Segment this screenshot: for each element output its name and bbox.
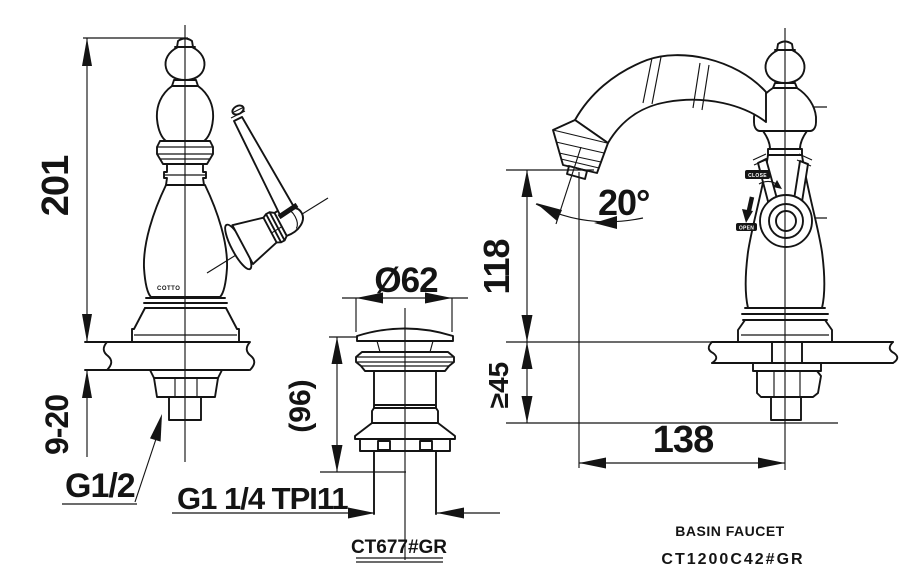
dim-45: ≥45: [483, 342, 838, 424]
left-deck-section: [84, 341, 256, 371]
drain-model: CT677#GR: [351, 537, 447, 563]
front-view: CLOSE OPEN: [476, 28, 899, 470]
drain-view: Ø62 (96) G1 1/4 TPI11 CT677#GR: [172, 261, 500, 563]
dim-96: (96): [284, 336, 406, 473]
handle-rod-band: [277, 202, 299, 220]
front-deck-section: [707, 341, 899, 364]
thread-label: G1 1/4 TPI11: [177, 481, 348, 516]
drain-tailpipe: [373, 450, 437, 515]
dim-d62-label: Ø62: [374, 261, 438, 300]
front-spout: [552, 54, 767, 180]
brand-logo: COTTO: [157, 286, 180, 292]
front-neck: [759, 130, 811, 156]
dim-96-label: (96): [284, 379, 317, 432]
dim-138-label: 138: [653, 419, 713, 461]
dim-201-label: 201: [35, 155, 77, 216]
aerator: [566, 165, 588, 180]
dim-d62: Ø62: [342, 261, 468, 332]
dim-20deg-label: 20°: [598, 182, 649, 223]
dim-9-20-label: 9-20: [39, 395, 75, 455]
dim-118: 118: [476, 169, 712, 343]
dim-9-20: 9-20: [39, 370, 92, 457]
product-name-label: BASIN FAUCET: [675, 523, 784, 539]
open-label: OPEN: [739, 226, 754, 232]
label-g12: G1/2: [62, 414, 162, 505]
dim-138: 138: [578, 172, 785, 469]
open-annotation: OPEN: [736, 196, 757, 232]
footer-labels: BASIN FAUCET CT1200C42#GR: [661, 523, 804, 568]
left-shank-assembly: [149, 369, 223, 421]
dim-45-label: ≥45: [483, 362, 514, 409]
product-model-label: CT1200C42#GR: [661, 551, 804, 568]
left-handle-assembly: [206, 104, 329, 274]
front-shank-assembly: [752, 362, 822, 421]
dim-201: 201: [35, 38, 92, 342]
drain-model-label: CT677#GR: [351, 537, 447, 558]
label-thread: G1 1/4 TPI11: [172, 481, 500, 519]
dim-20deg: 20°: [535, 146, 650, 229]
left-view-side-elevation: COTTO: [35, 37, 329, 505]
close-annotation: CLOSE: [745, 170, 782, 189]
close-label: CLOSE: [748, 173, 767, 179]
dim-118-label: 118: [476, 239, 517, 294]
g12-label: G1/2: [65, 467, 135, 505]
